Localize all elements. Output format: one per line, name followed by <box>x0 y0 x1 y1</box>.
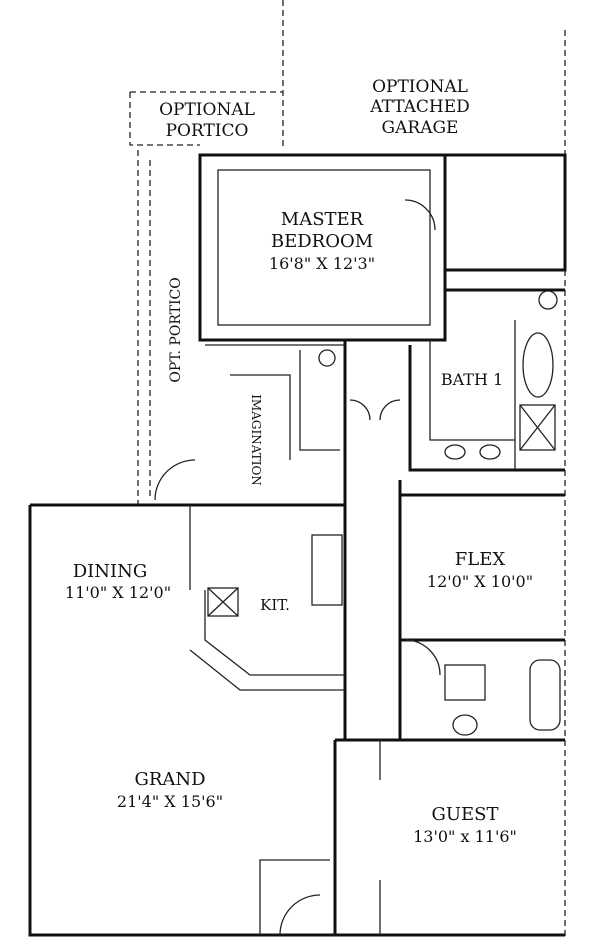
master-bedroom-walls <box>198 153 567 342</box>
optional-portico-label-line1: OPTIONAL <box>159 100 255 120</box>
dining-size: 11'0" X 12'0" <box>65 583 171 602</box>
bath-label: BATH 1 <box>441 370 503 389</box>
master-bedroom-name-line2: BEDROOM <box>271 231 373 252</box>
flex-name: FLEX <box>455 549 506 570</box>
opt-portico-side-label: OPT. PORTICO <box>168 277 184 382</box>
imagination-label: IMAGINATION <box>249 394 263 486</box>
dining-name: DINING <box>73 561 148 582</box>
grand-size: 21'4" X 15'6" <box>117 792 223 811</box>
flex-walls <box>400 493 565 736</box>
optional-garage-label-line1: OPTIONAL <box>372 77 468 97</box>
master-bedroom-name-line1: MASTER <box>281 209 364 230</box>
bath-walls <box>408 288 565 472</box>
guest-name: GUEST <box>431 804 498 825</box>
great-room-walls <box>28 503 565 937</box>
master-bedroom-size: 16'8" X 12'3" <box>269 254 375 273</box>
kitchen-label: KIT. <box>260 596 290 614</box>
grand-name: GRAND <box>134 769 205 790</box>
flex-size: 12'0" X 10'0" <box>427 572 533 591</box>
optional-garage-label-line2: ATTACHED <box>369 97 470 117</box>
optional-garage-label-line3: GARAGE <box>382 118 459 138</box>
optional-portico-label-line2: PORTICO <box>166 121 249 141</box>
guest-size: 13'0" x 11'6" <box>413 827 517 846</box>
hallway-walls <box>154 340 402 740</box>
